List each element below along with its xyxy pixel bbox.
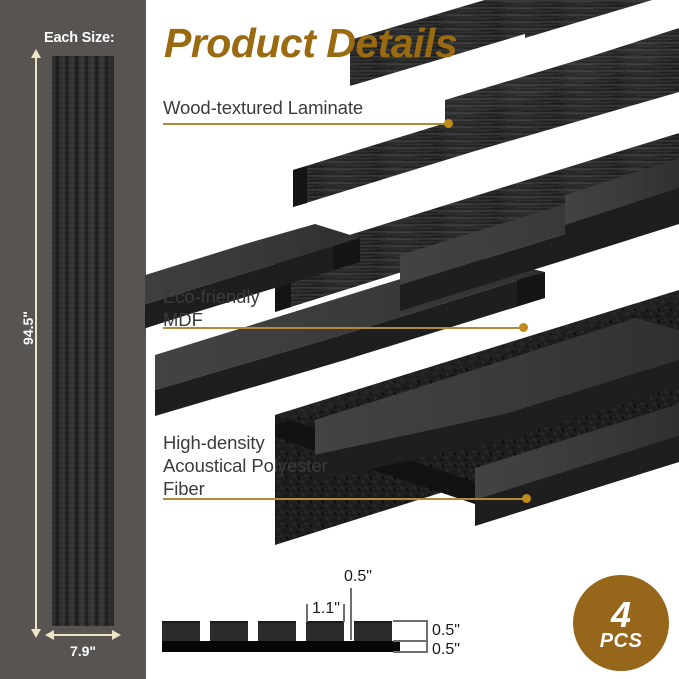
leader-line [163, 327, 525, 329]
each-size-label: Each Size: [44, 30, 115, 46]
cross-section-slat [354, 621, 392, 641]
mdf-slat [315, 318, 679, 481]
callout-label: High-density Acoustical Polyester Fiber [163, 432, 328, 499]
exploded-product-illustration [145, 0, 679, 560]
mdf-slat [475, 404, 679, 526]
callout-acoustical-polyester-fiber: High-density Acoustical Polyester Fiber [163, 431, 531, 503]
leader-dot-icon [444, 119, 453, 128]
laminate-strip [350, 0, 644, 86]
callout-eco-friendly-mdf: Eco-friendly MDF [163, 285, 528, 332]
slat-height-bracket-end [426, 620, 428, 641]
height-dimension-label: 94.5" [20, 311, 36, 345]
each-size-sidebar: 94.5" 7.9" Each Size: [0, 0, 146, 679]
callout-wood-textured-laminate: Wood-textured Laminate [163, 96, 453, 128]
cross-section-slat [306, 621, 344, 641]
quantity-badge: 4 PCS [573, 575, 669, 671]
leader-line [163, 498, 528, 500]
callout-label: Wood-textured Laminate [163, 97, 364, 118]
height-dimension-line [35, 56, 37, 636]
laminate-strip [445, 28, 679, 152]
mdf-slat-group [145, 158, 679, 526]
badge-count: 4 [610, 594, 632, 635]
gap-width-label: 0.5" [344, 568, 372, 585]
base-thickness-bracket-end [426, 641, 428, 652]
page-title: Product Details [164, 20, 458, 66]
laminate-strip [525, 0, 653, 38]
cross-section-slat [258, 621, 296, 641]
slat-width-label: 1.1" [312, 600, 340, 617]
mdf-slat [145, 224, 360, 329]
mdf-slat [565, 158, 679, 249]
illustration-layers [145, 0, 679, 545]
width-dimension-line [52, 634, 114, 636]
gap-pointer-line [350, 588, 352, 640]
base-thickness-label: 0.5" [432, 641, 460, 658]
width-arrow-right-icon [112, 630, 121, 640]
slat-height-label: 0.5" [432, 622, 460, 639]
slat-width-tick-right [343, 604, 345, 622]
badge-unit-label: PCS [599, 630, 643, 652]
leader-dot-icon [522, 494, 531, 503]
callout-label: Eco-friendly MDF [163, 286, 260, 330]
cross-section-slat [210, 621, 248, 641]
height-arrow-down-icon [31, 629, 41, 638]
cross-section-base-board [162, 641, 400, 652]
slat-height-bracket-bottom [393, 640, 428, 642]
width-arrow-left-icon [45, 630, 54, 640]
leader-line [163, 123, 448, 125]
slat-width-tick-left [306, 604, 308, 622]
height-arrow-up-icon [31, 49, 41, 58]
width-dimension-label: 7.9" [69, 643, 97, 659]
base-thickness-bracket-bottom [393, 651, 428, 653]
leader-dot-icon [519, 323, 528, 332]
slat-height-bracket-top [393, 620, 428, 622]
cross-section-slat [162, 621, 200, 641]
slat-wall-panel-sample [52, 56, 114, 626]
